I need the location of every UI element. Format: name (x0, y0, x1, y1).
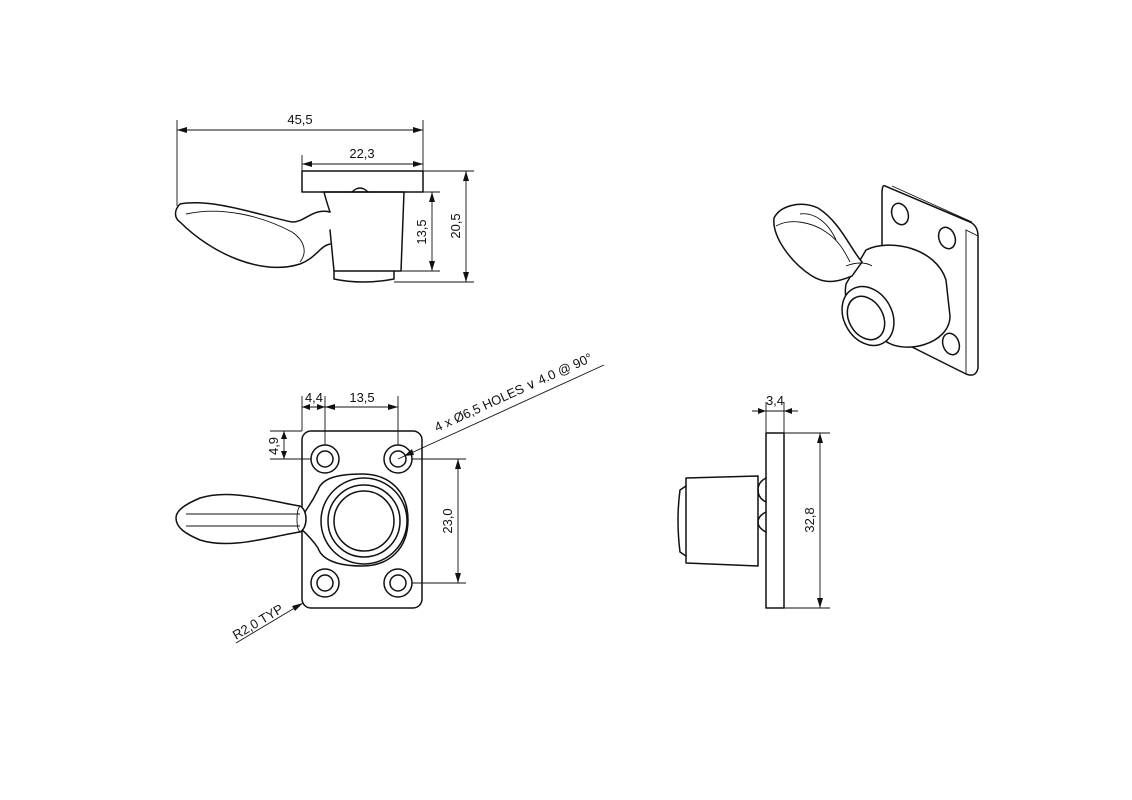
top-hole-1 (310, 444, 340, 474)
side-view: 45,5 22,3 13,5 20,5 (174, 112, 474, 283)
side-pin-body (323, 191, 405, 272)
side-button (333, 270, 395, 283)
dim-overall-height: 20,5 (448, 213, 463, 238)
front-detent-top (757, 477, 767, 503)
side-lever (174, 202, 331, 269)
top-view: 4,4 13,5 4,9 23,0 4 x Ø6,5 HOLES ∨ 4.0 @… (175, 350, 605, 644)
radius-callout-leader (235, 602, 304, 644)
dim-plate-height: 32,8 (802, 507, 817, 532)
dim-plate-thickness: 3,4 (766, 393, 784, 408)
front-view: 3,4 32,8 (677, 393, 830, 609)
hole-callout: 4 x Ø6,5 HOLES ∨ 4.0 @ 90° (432, 350, 594, 435)
front-plate (765, 432, 785, 609)
iso-hole-1 (890, 202, 910, 226)
iso-button-inner (846, 295, 886, 341)
top-hole-3 (310, 568, 340, 598)
dim-hole-spacing-x: 13,5 (349, 390, 374, 405)
dim-base-length: 22,3 (349, 146, 374, 161)
iso-hole-2 (937, 226, 957, 250)
top-hole-4 (383, 568, 413, 598)
iso-view (773, 184, 979, 376)
front-pin-body (685, 475, 759, 567)
dim-hole-edge-y: 4,9 (266, 437, 281, 455)
side-detent-ball (351, 187, 369, 193)
dim-pin-height: 13,5 (414, 219, 429, 244)
iso-hole-4 (941, 332, 961, 356)
top-lever (175, 493, 307, 545)
side-lever-edge (185, 210, 305, 263)
hole-callout-leader (397, 364, 605, 460)
dim-hole-spacing-y: 23,0 (440, 508, 455, 533)
dim-hole-edge-x: 4,4 (305, 390, 323, 405)
side-lever-neck (323, 191, 331, 213)
radius-callout: R2,0 TYP (230, 601, 286, 643)
top-pin-ring (320, 477, 408, 565)
iso-lever (773, 203, 863, 283)
dim-overall-length: 45,5 (287, 112, 312, 127)
front-detent-bottom (757, 511, 767, 533)
top-button (333, 490, 395, 552)
front-button (677, 485, 687, 557)
